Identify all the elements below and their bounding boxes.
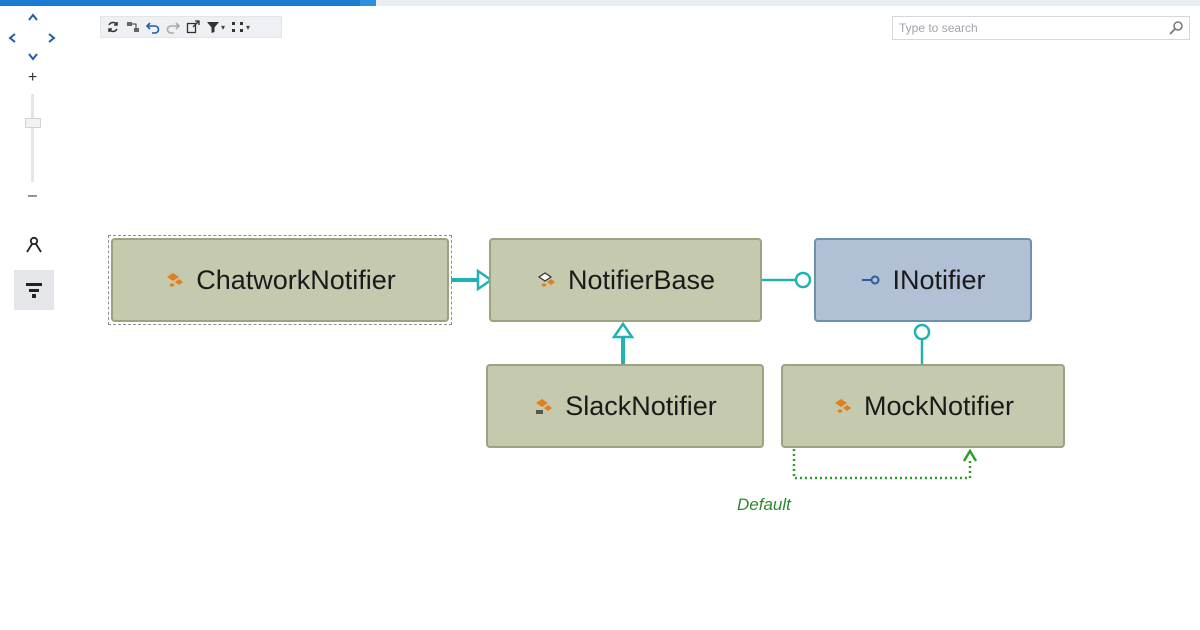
refresh-icon[interactable]: [106, 20, 120, 34]
abstract-class-icon: [537, 272, 555, 287]
export-icon[interactable]: [186, 20, 200, 34]
zoom-in-button[interactable]: +: [28, 69, 38, 86]
filter-dropdown-chevron-icon[interactable]: ▾: [221, 22, 226, 32]
interface-icon: [862, 275, 880, 285]
node-chatworknotifier[interactable]: ChatworkNotifier: [111, 238, 449, 322]
node-label: NotifierBase: [567, 264, 716, 295]
layout-dropdown-chevron-icon[interactable]: ▾: [246, 22, 251, 32]
selection-frame: [108, 235, 452, 325]
zoom-out-button[interactable]: –: [28, 187, 37, 204]
search-input[interactable]: [893, 18, 1167, 38]
inheritance-arrowhead-icon: [476, 268, 494, 292]
zoom-slider-thumb[interactable]: [25, 118, 41, 128]
class-icon: [536, 399, 553, 414]
inheritance-arrowhead-icon: [611, 321, 635, 339]
interface-lollipop-icon: [913, 323, 931, 341]
pan-left-icon[interactable]: [7, 32, 17, 44]
layout-icon[interactable]: [231, 20, 245, 34]
graph-icon: [26, 236, 42, 253]
search-box: [892, 16, 1190, 40]
edge-mock-default-dependency[interactable]: [792, 449, 972, 480]
node-notifierbase[interactable]: NotifierBase: [489, 238, 762, 322]
pan-up-icon[interactable]: [27, 12, 39, 22]
top-to-bottom-layout-button[interactable]: [14, 270, 54, 310]
document-tab-strip: [0, 0, 1200, 6]
undo-icon[interactable]: [146, 20, 160, 34]
class-icon: [834, 399, 851, 413]
node-label: ChatworkNotifier: [196, 264, 396, 295]
pan-down-icon[interactable]: [27, 52, 39, 62]
zoom-slider-track[interactable]: [31, 94, 34, 182]
node-inotifier[interactable]: INotifier: [814, 238, 1032, 322]
node-label: MockNotifier: [863, 390, 1015, 421]
search-icon[interactable]: [1167, 19, 1185, 37]
edge-label-default: Default: [737, 495, 791, 514]
node-slacknotifier[interactable]: SlackNotifier: [486, 364, 764, 448]
tab-active-diagram[interactable]: [0, 0, 360, 6]
pan-right-icon[interactable]: [47, 32, 57, 44]
diagram-toolbar: ▾ ▾: [100, 16, 282, 38]
class-icon: [167, 273, 184, 287]
tab-inactive-diagram[interactable]: [376, 0, 1200, 6]
redo-icon[interactable]: [166, 20, 180, 34]
filter-icon[interactable]: [206, 20, 220, 34]
node-label: INotifier: [892, 264, 986, 295]
dependency-arrowhead-icon: [962, 448, 978, 462]
tree-layout-icon: [26, 283, 42, 298]
interface-lollipop-icon: [794, 271, 812, 289]
graph-layout-button[interactable]: [14, 226, 54, 266]
arrange-icon[interactable]: [126, 20, 140, 34]
node-label: SlackNotifier: [565, 390, 717, 421]
node-mocknotifier[interactable]: MockNotifier: [781, 364, 1065, 448]
